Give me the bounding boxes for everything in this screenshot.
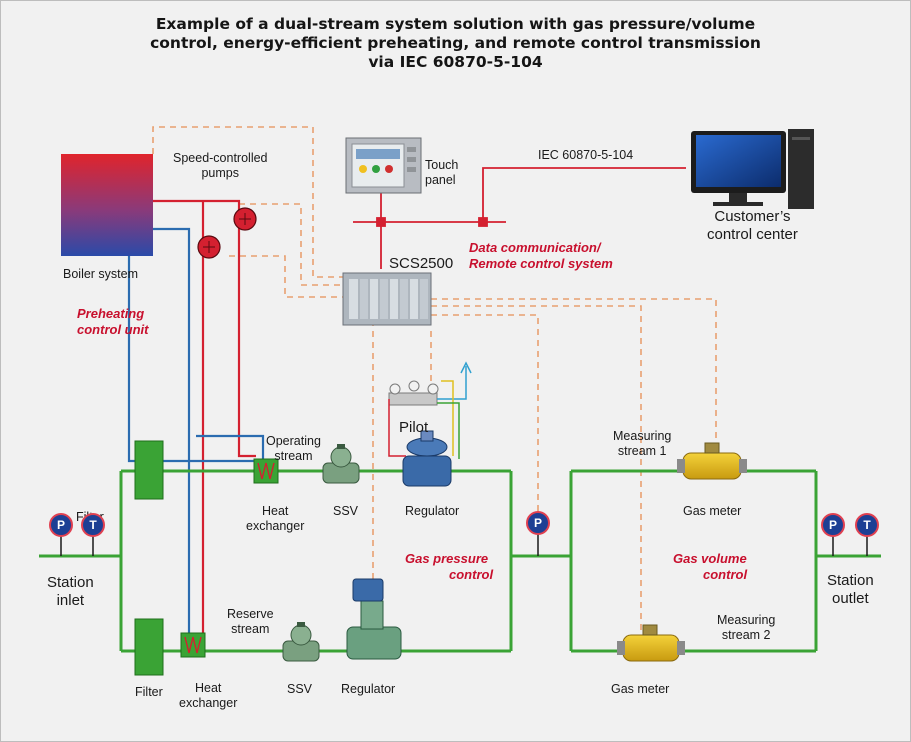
filter-bottom-label: Filter: [135, 685, 163, 699]
title-line-3: via IEC 60870-5-104: [368, 53, 543, 71]
boiler-label: Boiler system: [63, 267, 139, 281]
pressure-gauge-inlet-icon: P: [49, 513, 73, 537]
pump-icons: [197, 207, 257, 259]
heat-exchanger-bottom-unit: [180, 632, 206, 658]
scs2500-label: SCS2500: [389, 255, 454, 272]
preheating-control-label: Preheating control unit: [77, 306, 149, 337]
regulator-top-label: Regulator: [405, 504, 460, 518]
heat-exchanger-top-label: Heat exchanger: [246, 504, 305, 533]
pilot-assembly: [388, 361, 472, 459]
title-line-2: control, energy-efficient preheating, an…: [150, 34, 761, 52]
regulator-top-valve: [402, 430, 452, 487]
heat-exchanger-top-unit: [253, 458, 279, 484]
pressure-gauge-outlet-icon: P: [821, 513, 845, 537]
regulator-bottom-valve: [346, 578, 402, 660]
touch-panel-label: Touch panel: [425, 158, 459, 187]
diagram-title: Example of a dual-stream system solution…: [1, 15, 910, 72]
gas-volume-control-label: Gas volume control: [673, 551, 748, 582]
gas-pressure-control-label: Gas pressure control: [405, 551, 494, 582]
ssv-bottom-label: SSV: [287, 682, 313, 696]
protocol-label: IEC 60870-5-104: [538, 148, 634, 162]
gas-meter-top: [677, 442, 747, 480]
regulator-bottom-label: Regulator: [341, 682, 396, 696]
temperature-gauge-outlet-icon: T: [855, 513, 879, 537]
ssv-top-label: SSV: [333, 504, 359, 518]
heating-water-pipes: [127, 199, 265, 645]
communication-lines: [353, 167, 686, 269]
title-line-1: Example of a dual-stream system solution…: [155, 15, 756, 33]
gas-meter-bottom: [617, 624, 685, 662]
data-communication-label: Data communication/ Remote control syste…: [469, 240, 613, 271]
filter-top-unit: [134, 440, 164, 500]
touch-panel-device: [345, 137, 422, 194]
measuring-stream-1-label: Measuring stream 1: [613, 429, 672, 458]
station-outlet-label: Station outlet: [827, 572, 874, 607]
boiler-unit: [61, 154, 153, 256]
operating-stream-label: Operating stream: [266, 434, 321, 463]
reserve-stream-label: Reserve stream: [227, 607, 274, 636]
gas-meter-top-label: Gas meter: [683, 504, 742, 518]
pumps-label: Speed-controlled pumps: [173, 151, 268, 180]
temperature-gauge-inlet-icon: T: [81, 513, 105, 537]
pilot-label: Pilot: [399, 419, 429, 436]
customer-computer: [691, 129, 814, 209]
scs2500-controller: [342, 272, 432, 326]
pressure-gauge-middle-icon: P: [526, 511, 550, 535]
gas-meter-bottom-label: Gas meter: [611, 682, 670, 696]
measuring-stream-2-label: Measuring stream 2: [717, 613, 776, 642]
customer-control-center-label: Customer’s control center: [707, 208, 798, 243]
station-inlet-label: Station inlet: [47, 574, 94, 609]
gauge-stems: [60, 534, 868, 556]
ssv-bottom-valve: [282, 622, 320, 662]
ssv-top-valve: [322, 444, 360, 484]
heat-exchanger-bottom-label: Heat exchanger: [179, 681, 238, 710]
filter-bottom-unit: [134, 618, 164, 676]
